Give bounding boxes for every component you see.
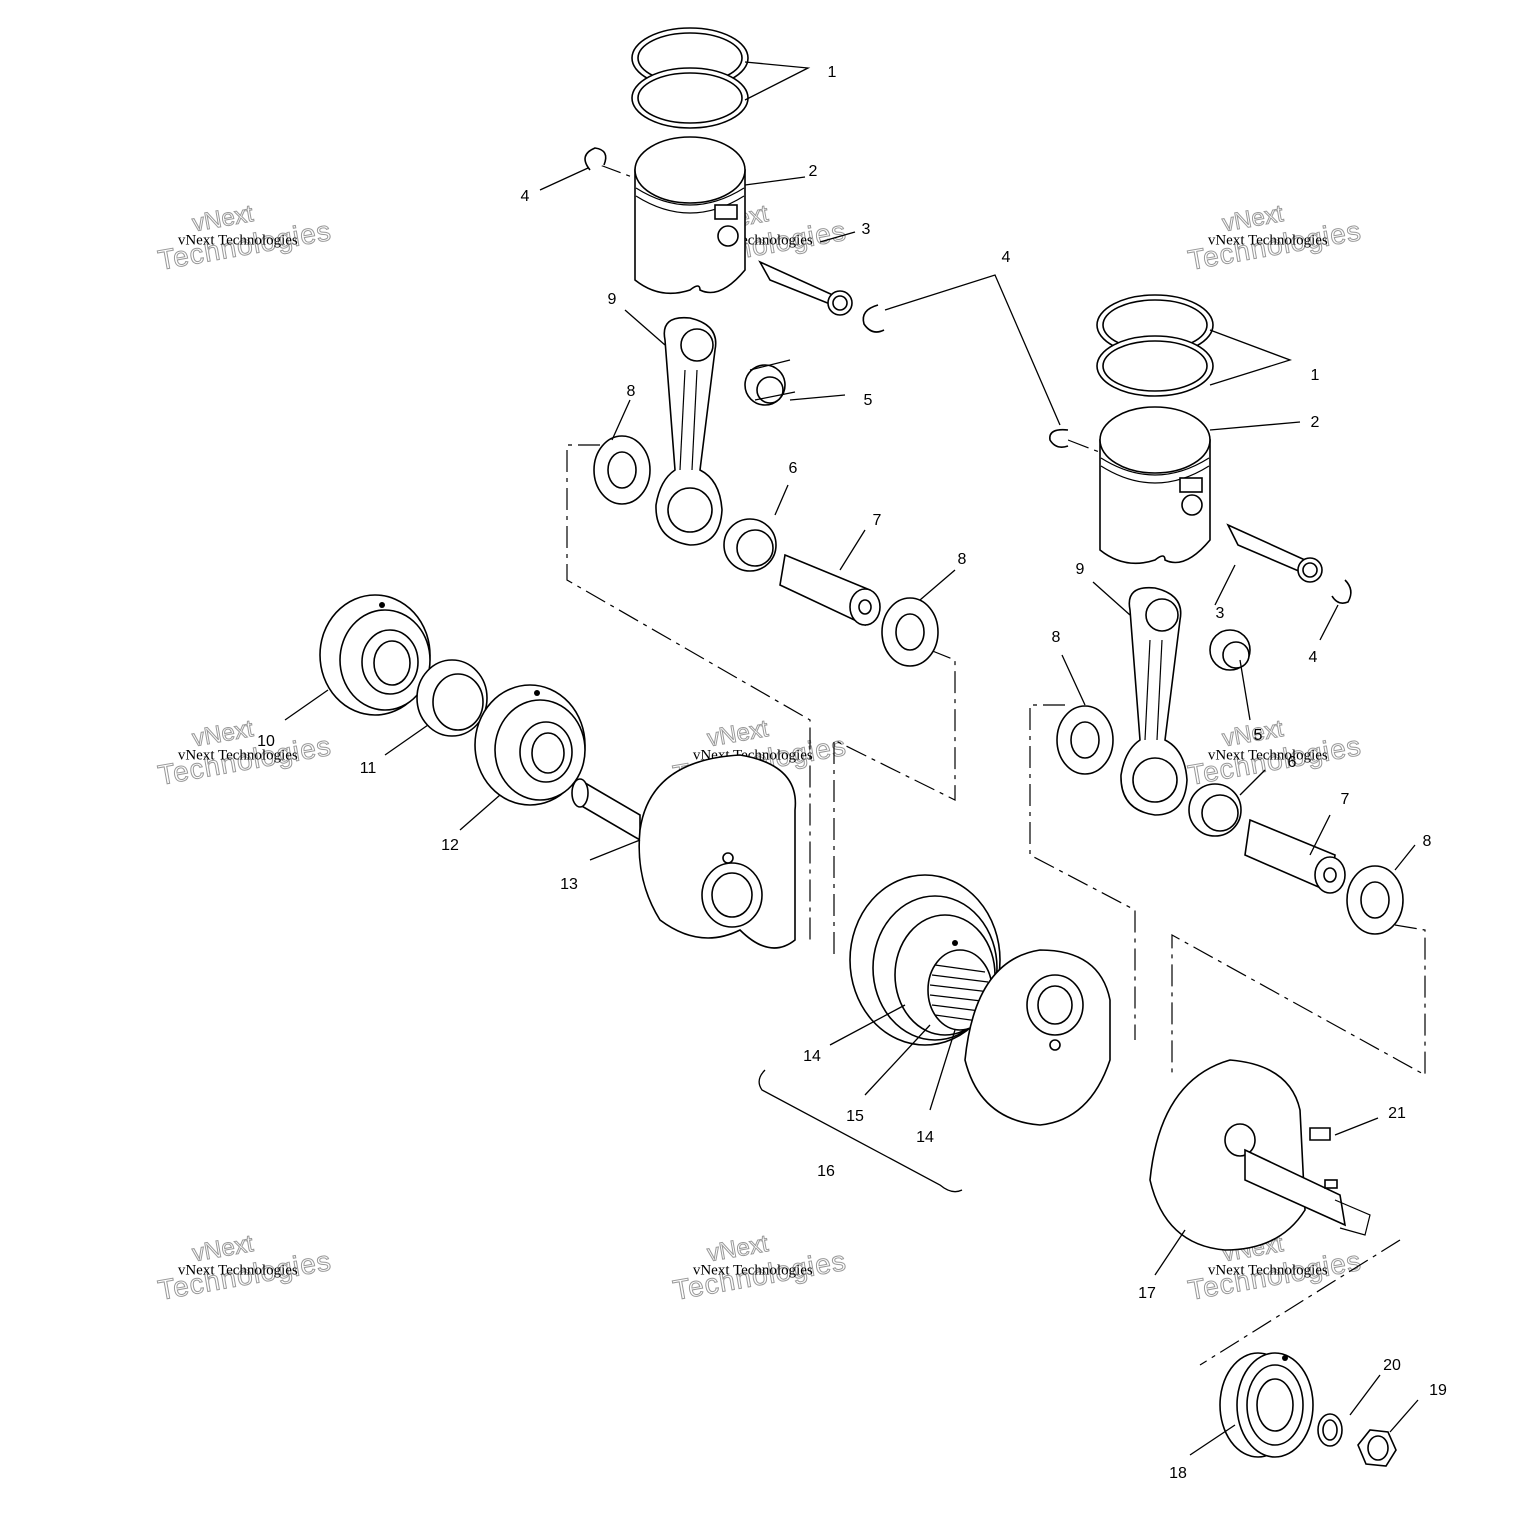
callout-11: 11 xyxy=(360,760,377,777)
thrust-washer-left-a xyxy=(593,435,651,505)
needle-bearing-big-right xyxy=(1188,783,1242,837)
ball-bearing-12 xyxy=(474,684,586,806)
callout-1-left: 1 xyxy=(828,64,837,81)
svg-text:vNext Technologies: vNext Technologies xyxy=(178,1263,298,1279)
center-crank-web-b xyxy=(964,949,1111,1126)
leader-lines xyxy=(284,61,1419,1456)
svg-text:vNext Technologies: vNext Technologies xyxy=(693,1263,813,1279)
thrust-washer-right-a xyxy=(1056,705,1114,775)
connecting-rod-right xyxy=(1120,586,1188,816)
crank-pin-right xyxy=(1244,818,1346,894)
callout-12: 12 xyxy=(441,837,459,854)
callout-8-left-b: 8 xyxy=(958,551,967,568)
piston-pin-left xyxy=(758,260,853,316)
callout-5-left: 5 xyxy=(864,392,873,409)
callout-1-right: 1 xyxy=(1311,367,1320,384)
callout-8-left-a: 8 xyxy=(627,383,636,400)
callout-19: 19 xyxy=(1429,1382,1447,1399)
lock-washer-20 xyxy=(1317,1413,1343,1447)
svg-text:vNext Technologies: vNext Technologies xyxy=(178,233,298,249)
callout-4-left: 4 xyxy=(521,188,530,205)
callout-17: 17 xyxy=(1138,1285,1156,1302)
callout-13: 13 xyxy=(560,876,578,893)
callout-6-left: 6 xyxy=(789,460,798,477)
watermark-mid-left: vNext Technologies vNext Technologies xyxy=(155,715,334,792)
piston-rings-left xyxy=(631,27,749,129)
piston-rings-right xyxy=(1096,294,1214,397)
ball-bearing-10 xyxy=(319,594,431,716)
callout-16: 16 xyxy=(817,1163,835,1180)
svg-text:vNext Technologies: vNext Technologies xyxy=(1208,748,1328,764)
needle-bearing-small-left xyxy=(744,359,796,406)
piston-pin-right xyxy=(1226,523,1323,583)
watermark-bottom-left: vNext Technologies vNext Technologies xyxy=(155,1230,334,1307)
nut-19 xyxy=(1357,1429,1397,1467)
needle-bearing-small-right xyxy=(1209,629,1251,671)
callout-6-right: 6 xyxy=(1288,754,1297,771)
callout-9-right: 9 xyxy=(1076,561,1085,578)
circlip-right-b xyxy=(1331,579,1352,604)
callout-3-left: 3 xyxy=(862,221,871,238)
callout-4-center: 4 xyxy=(1002,249,1011,266)
callout-20: 20 xyxy=(1383,1357,1401,1374)
crank-pin-left xyxy=(779,553,881,627)
crankshaft-left-13 xyxy=(571,754,797,949)
piston-left xyxy=(634,136,746,295)
watermark-top-right: vNext Technologies vNext Technologies xyxy=(1185,200,1364,277)
watermark-top-left: vNext Technologies vNext Technologies xyxy=(155,200,334,277)
svg-text:vNext Technologies: vNext Technologies xyxy=(178,748,298,764)
callout-14-right: 14 xyxy=(916,1129,934,1146)
callout-2-left: 2 xyxy=(809,163,818,180)
callout-14-left: 14 xyxy=(803,1048,821,1065)
callout-labels: 1 2 3 4 4 5 6 7 8 8 9 1 2 3 4 5 6 7 8 8 … xyxy=(257,64,1447,1482)
callout-3-right: 3 xyxy=(1216,605,1225,622)
connecting-rod-left xyxy=(655,316,723,546)
callout-8-right-a: 8 xyxy=(1052,629,1061,646)
callout-8-right-b: 8 xyxy=(1423,833,1432,850)
needle-bearing-big-left xyxy=(723,518,777,572)
thrust-washer-right-b xyxy=(1346,865,1404,935)
callout-5-right: 5 xyxy=(1254,727,1263,744)
svg-text:vNext Technologies: vNext Technologies xyxy=(1208,1263,1328,1279)
woodruff-key-21 xyxy=(1309,1127,1331,1141)
callout-10: 10 xyxy=(257,733,275,750)
callout-4-right: 4 xyxy=(1309,649,1318,666)
circlip-left-a xyxy=(584,147,607,171)
svg-text:vNext Technologies: vNext Technologies xyxy=(1208,233,1328,249)
thrust-washer-left-b xyxy=(881,597,939,667)
callout-2-right: 2 xyxy=(1311,414,1320,431)
callout-15: 15 xyxy=(846,1108,864,1125)
spacer-ring-11 xyxy=(416,659,488,737)
piston-right xyxy=(1099,406,1211,565)
callout-7-left: 7 xyxy=(873,512,882,529)
ball-bearing-18 xyxy=(1219,1352,1314,1458)
circlip-right-a xyxy=(1049,428,1069,448)
circlip-left-b xyxy=(862,304,885,333)
callout-9-left: 9 xyxy=(608,291,617,308)
watermark-mid-right: vNext Technologies vNext Technologies xyxy=(1185,715,1364,792)
callout-21: 21 xyxy=(1388,1105,1406,1122)
callout-7-right: 7 xyxy=(1341,791,1350,808)
assembly-bracket-16 xyxy=(758,1069,963,1193)
watermark-bottom-center: vNext Technologies vNext Technologies xyxy=(670,1230,849,1307)
callout-18: 18 xyxy=(1169,1465,1187,1482)
crankshaft-right-17 xyxy=(1149,1059,1371,1251)
